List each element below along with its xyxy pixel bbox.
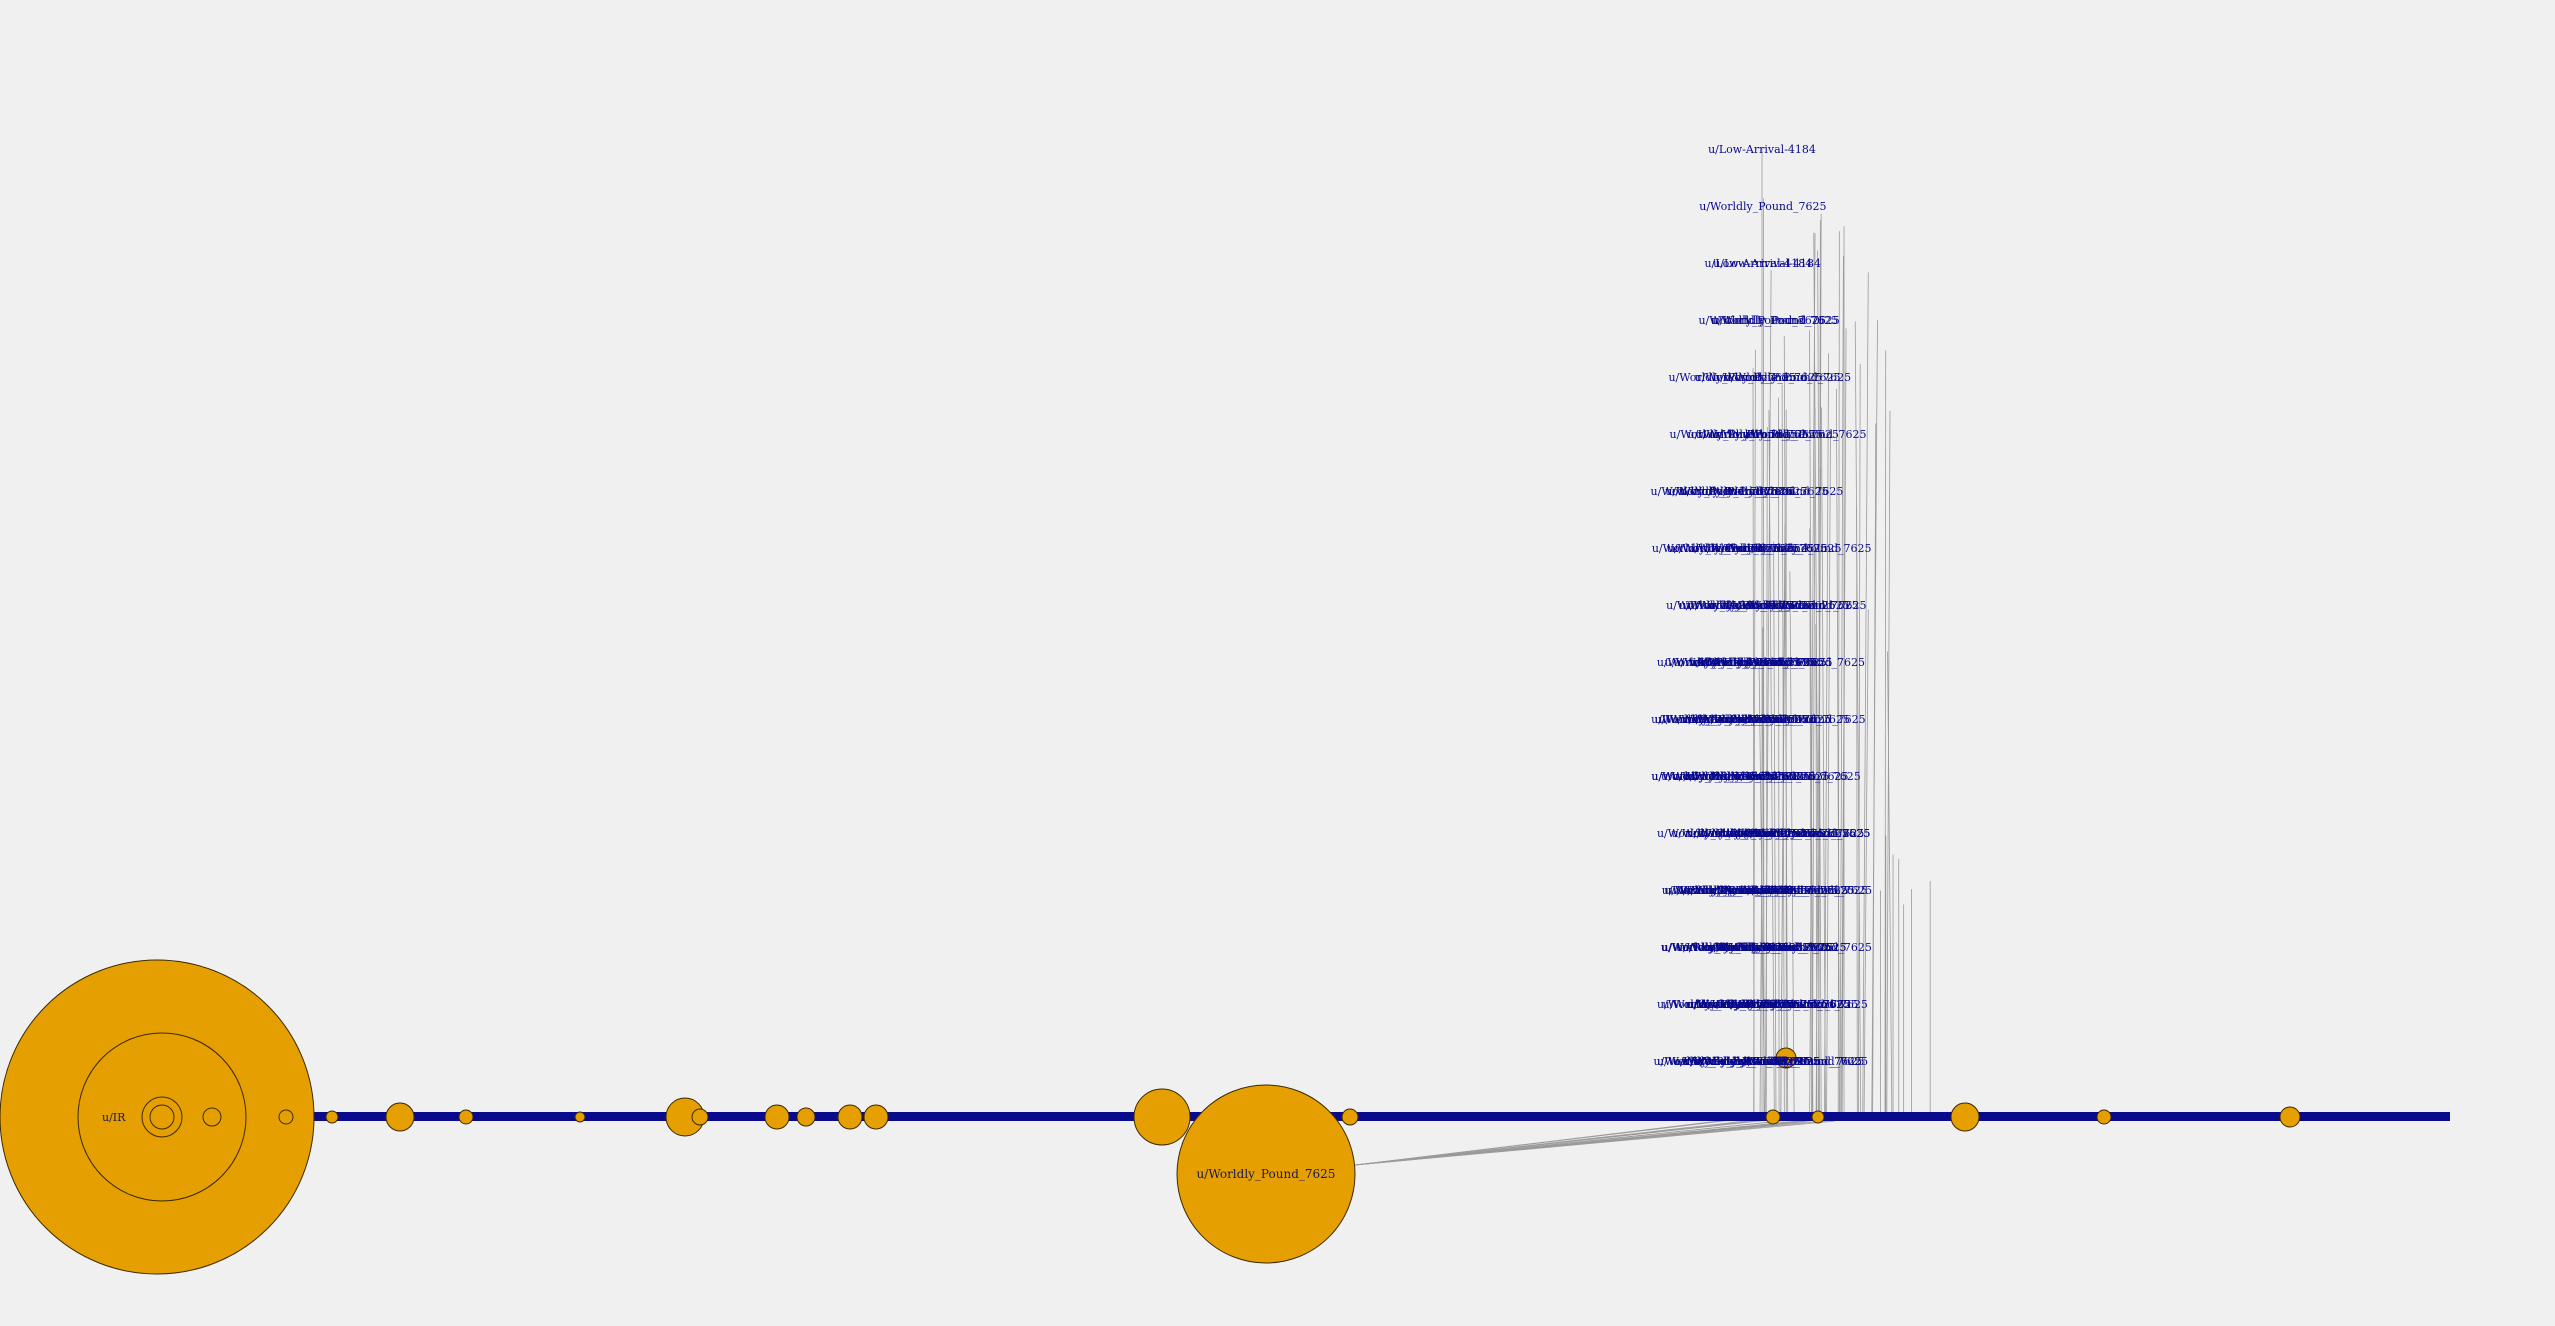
node-circle: [2097, 1110, 2111, 1124]
row-label: u/Low-Arrival-4184: [1704, 257, 1812, 270]
root-label: u/IR: [102, 1111, 126, 1124]
row-label: u/Worldly_Pound_7625: [1670, 428, 1797, 441]
edge-line: [1355, 1120, 1816, 1165]
row-label: u/Worldly_Pound_7625: [1657, 827, 1784, 840]
edge-line: [1355, 1119, 1800, 1165]
node-circle: [1812, 1111, 1824, 1123]
row-label: u/Worldly_Pound_7625: [1727, 884, 1854, 897]
node-circle: [459, 1110, 473, 1124]
node-circle: [2280, 1107, 2300, 1127]
row-label: u/Worldly_Pound_7625: [1683, 1055, 1810, 1068]
node-circle: [692, 1109, 708, 1125]
row-label: u/Worldly_Pound_7625: [1672, 770, 1799, 783]
node-circle: [1766, 1110, 1780, 1124]
row-label: u/Worldly_Pound_7625: [1699, 656, 1826, 669]
edge-line: [1872, 320, 1878, 1117]
node-circle: [765, 1105, 789, 1129]
row-label: u/Worldly_Pound_7625: [1668, 371, 1795, 384]
row-label: u/Worldly_Pound_7625: [1683, 599, 1810, 612]
hub-label: u/Worldly_Pound_7625: [1197, 1167, 1336, 1181]
node-circle: [575, 1112, 585, 1122]
node-circle: [279, 1110, 293, 1124]
row-label: u/Worldly_Pound_7625: [1672, 542, 1799, 555]
node-circle: [386, 1103, 414, 1131]
row-label: u/Worldly_Pound_7625: [1671, 713, 1798, 726]
label-layer: u/Low-Arrival-4184 u/Worldly_Pound_7625 u/…: [102, 143, 1872, 1181]
node-circle: [150, 1105, 174, 1129]
node-circle: [838, 1105, 862, 1129]
edge-line: [1790, 571, 1794, 1117]
node-circle: [1342, 1109, 1358, 1125]
node-circle: [797, 1108, 815, 1126]
node-circle: [326, 1111, 338, 1123]
node-circle: [1134, 1089, 1190, 1145]
row-label: u/Low-Arrival-4184: [1708, 143, 1816, 156]
node-circle: [1951, 1103, 1979, 1131]
row-label: u/Worldly_Pound_7625: [1724, 998, 1851, 1011]
node-circle: [864, 1105, 888, 1129]
row-label: u/Worldly_Pound_7625: [1699, 200, 1826, 213]
node-circle: [203, 1108, 221, 1126]
edge-line: [1355, 1121, 1754, 1165]
row-label: u/Worldly_Pound_7625: [1661, 941, 1788, 954]
row-label: u/Worldly_Pound_7625: [1698, 314, 1825, 327]
row-label: u/Worldly_Pound_7625: [1651, 485, 1778, 498]
